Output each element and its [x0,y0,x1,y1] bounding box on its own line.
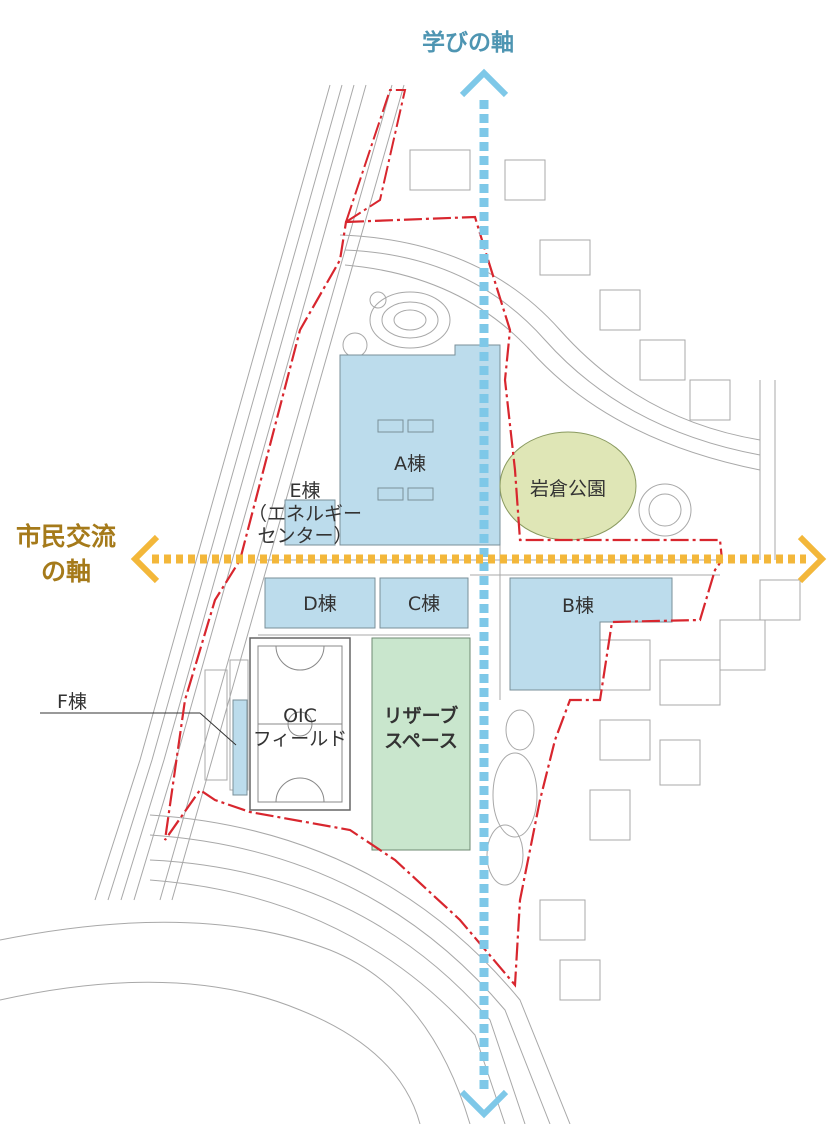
reserve-space-area [371,637,471,851]
background-linework [0,84,801,1124]
building-b: B棟 [509,577,673,691]
building-e-label: E棟 [289,480,320,502]
building-e-subtitle-2: センター） [257,525,352,547]
building-f: F棟 [40,691,248,796]
civic-axis-title-2: の軸 [41,557,91,586]
building-e-footprint [284,499,336,546]
building-c-footprint [379,577,469,629]
building-f-footprint [232,699,248,796]
site-boundary-inner [345,89,407,223]
building-b-footprint [509,577,673,691]
iwakura-park: 岩倉公園 [499,431,637,541]
reserve-space-subtitle: スペース [384,730,458,752]
oic-field-label: OIC [283,705,317,727]
iwakura-park-label: 岩倉公園 [530,478,606,500]
civic-axis-arrowhead-left [130,534,160,584]
learning-axis: 学びの軸 [422,29,514,1119]
oic-field: OIC フィールド [249,637,351,811]
building-c: C棟 [379,577,469,629]
building-d-label: D棟 [303,593,337,615]
building-f-label: F棟 [57,691,87,713]
oic-field-subtitle: フィールド [253,728,348,750]
reserve-space: リザーブ スペース [371,637,471,851]
building-d-footprint [264,577,376,629]
learning-axis-arrowhead-top [459,68,509,98]
building-d: D棟 [264,577,376,629]
building-a-footprint [339,344,501,546]
building-e-subtitle-1: （エネルギー [248,503,362,525]
site-boundary [163,215,724,988]
civic-axis-arrowhead-right [797,534,827,584]
learning-axis-arrowhead-bottom [459,1089,509,1119]
building-c-label: C棟 [408,593,440,615]
building-a: A棟 [339,344,501,546]
building-a-label: A棟 [394,453,426,475]
learning-axis-title: 学びの軸 [422,29,514,56]
civic-axis: 市民交流 の軸 [16,522,827,586]
building-b-label: B棟 [562,595,594,617]
civic-axis-title: 市民交流 [16,522,116,551]
building-e: E棟 （エネルギー センター） [248,480,362,547]
reserve-space-label: リザーブ [384,704,459,727]
